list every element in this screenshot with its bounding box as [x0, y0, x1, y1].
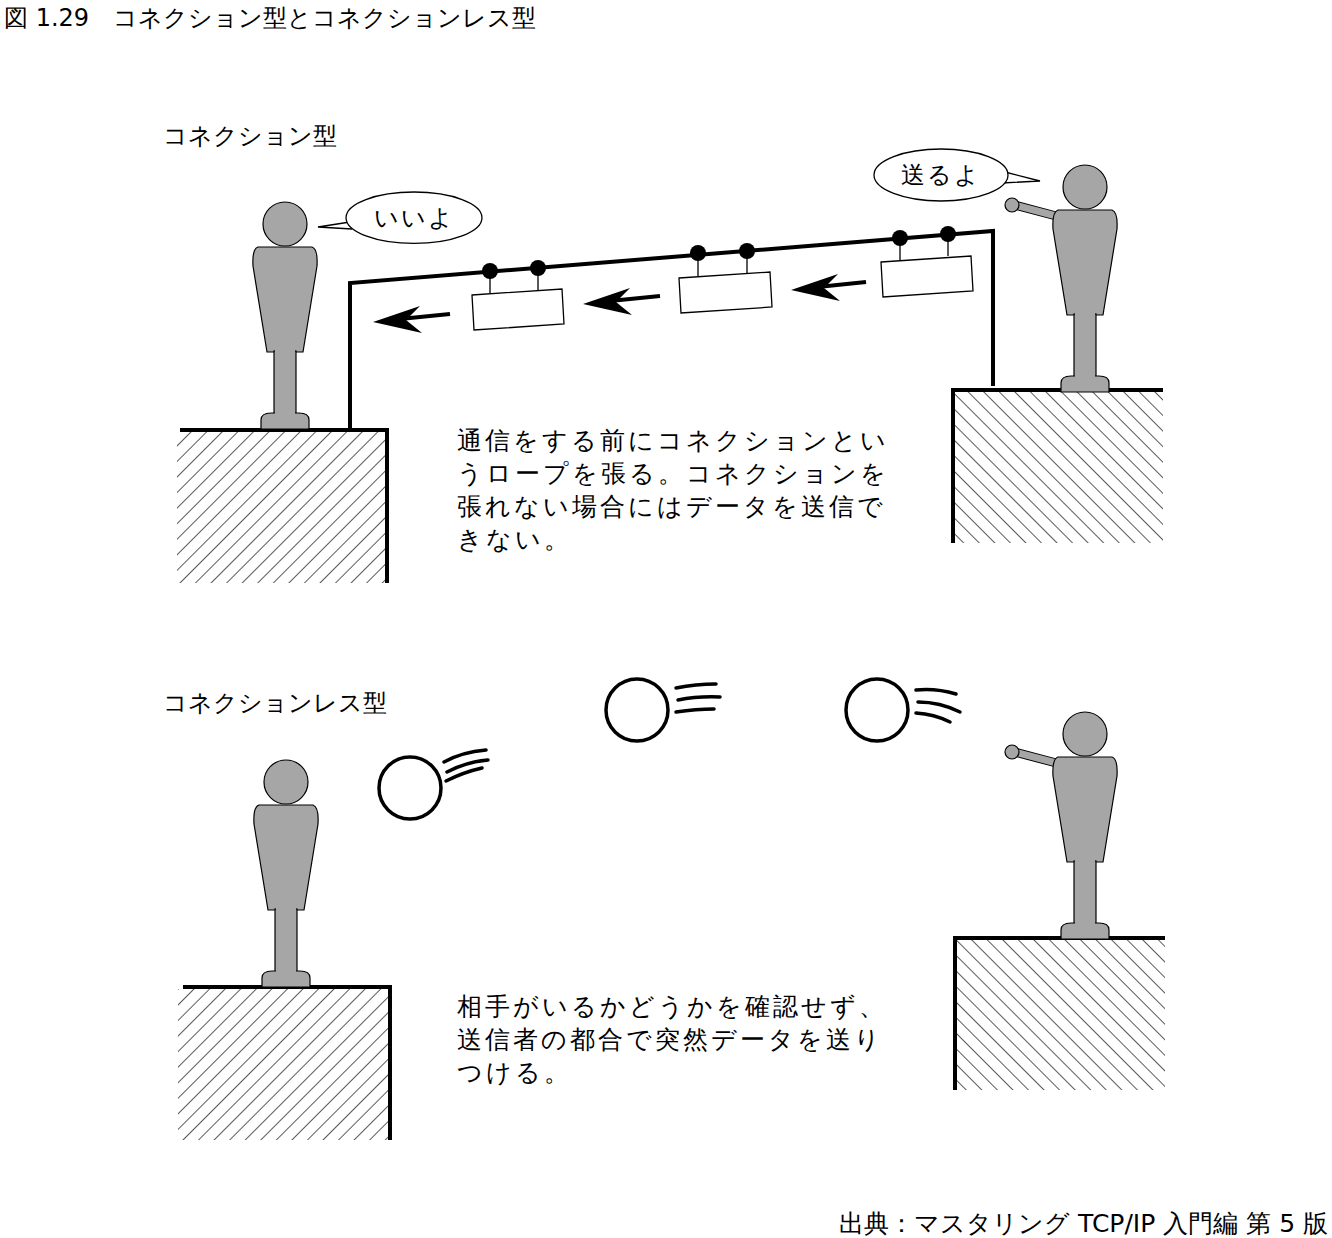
description-note: 相手がいるかどうかを確認せず、送信者の都合で突然データを送りつける。 [457, 990, 897, 1089]
bubble-text: 送るよ [901, 159, 981, 191]
description-note: 通信をする前にコネクションというロープを張る。コネクションを張れない場合にはデー… [457, 424, 897, 556]
section-heading: コネクション型 [163, 120, 337, 152]
source-credit: 出典：マスタリング TCP/IP 入門編 第 5 版 [839, 1207, 1328, 1238]
speech-bubble: いいよ [345, 191, 483, 244]
speech-bubble: 送るよ [873, 148, 1009, 202]
bubble-text: いいよ [374, 202, 455, 234]
section-heading: コネクションレス型 [163, 687, 387, 719]
figure-title: 図 1.29 コネクション型とコネクションレス型 [4, 2, 536, 34]
